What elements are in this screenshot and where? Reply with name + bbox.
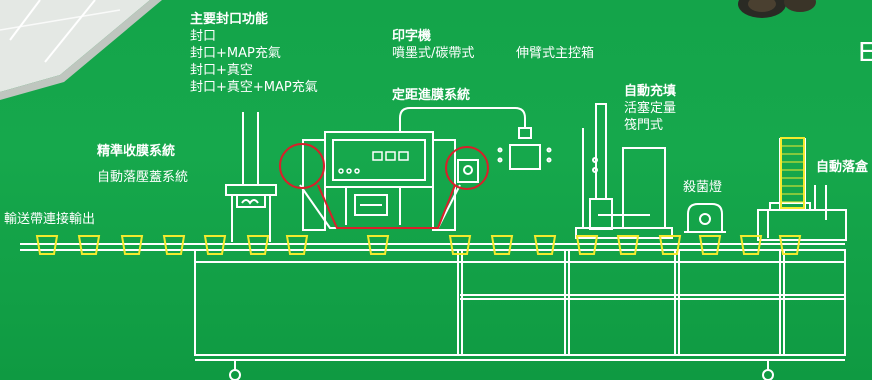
product-image xyxy=(738,0,816,18)
uv-lamp-label: 殺菌燈 xyxy=(683,180,723,195)
auto-drop-label: 自動落盒 xyxy=(816,160,869,175)
printer-title: 印字機 xyxy=(392,29,432,44)
edge-letter: E xyxy=(858,38,872,68)
corner-panel xyxy=(0,0,162,100)
film-collect-title: 精準收膜系統 xyxy=(97,144,176,159)
sealing-option-1: 封口 xyxy=(190,29,217,44)
filling-option-1: 活塞定量 xyxy=(624,101,677,116)
sealing-option-2: 封口+MAP充氣 xyxy=(190,46,281,61)
film-roll-highlights xyxy=(279,143,489,190)
control-box-label: 伸臂式主控箱 xyxy=(516,46,595,61)
control-buttons xyxy=(338,151,409,174)
film-path xyxy=(317,184,456,229)
sealing-option-3: 封口+真空 xyxy=(190,63,253,78)
sealing-option-4: 封口+真空+MAP充氣 xyxy=(190,80,318,95)
filling-option-2: 筏門式 xyxy=(624,118,664,133)
film-feed-label: 定距進膜系統 xyxy=(392,88,471,103)
cup-stack xyxy=(780,137,805,209)
machine-lines xyxy=(20,103,847,380)
film-collect-subtitle: 自動落壓蓋系統 xyxy=(97,170,189,185)
printer-subtitle: 噴墨式/碳帶式 xyxy=(392,46,475,61)
conveyor-output-label: 輸送帶連接輸出 xyxy=(4,212,96,227)
cups-on-conveyor xyxy=(35,235,802,255)
sealing-title: 主要封口功能 xyxy=(190,12,269,27)
filling-title: 自動充填 xyxy=(624,84,677,99)
